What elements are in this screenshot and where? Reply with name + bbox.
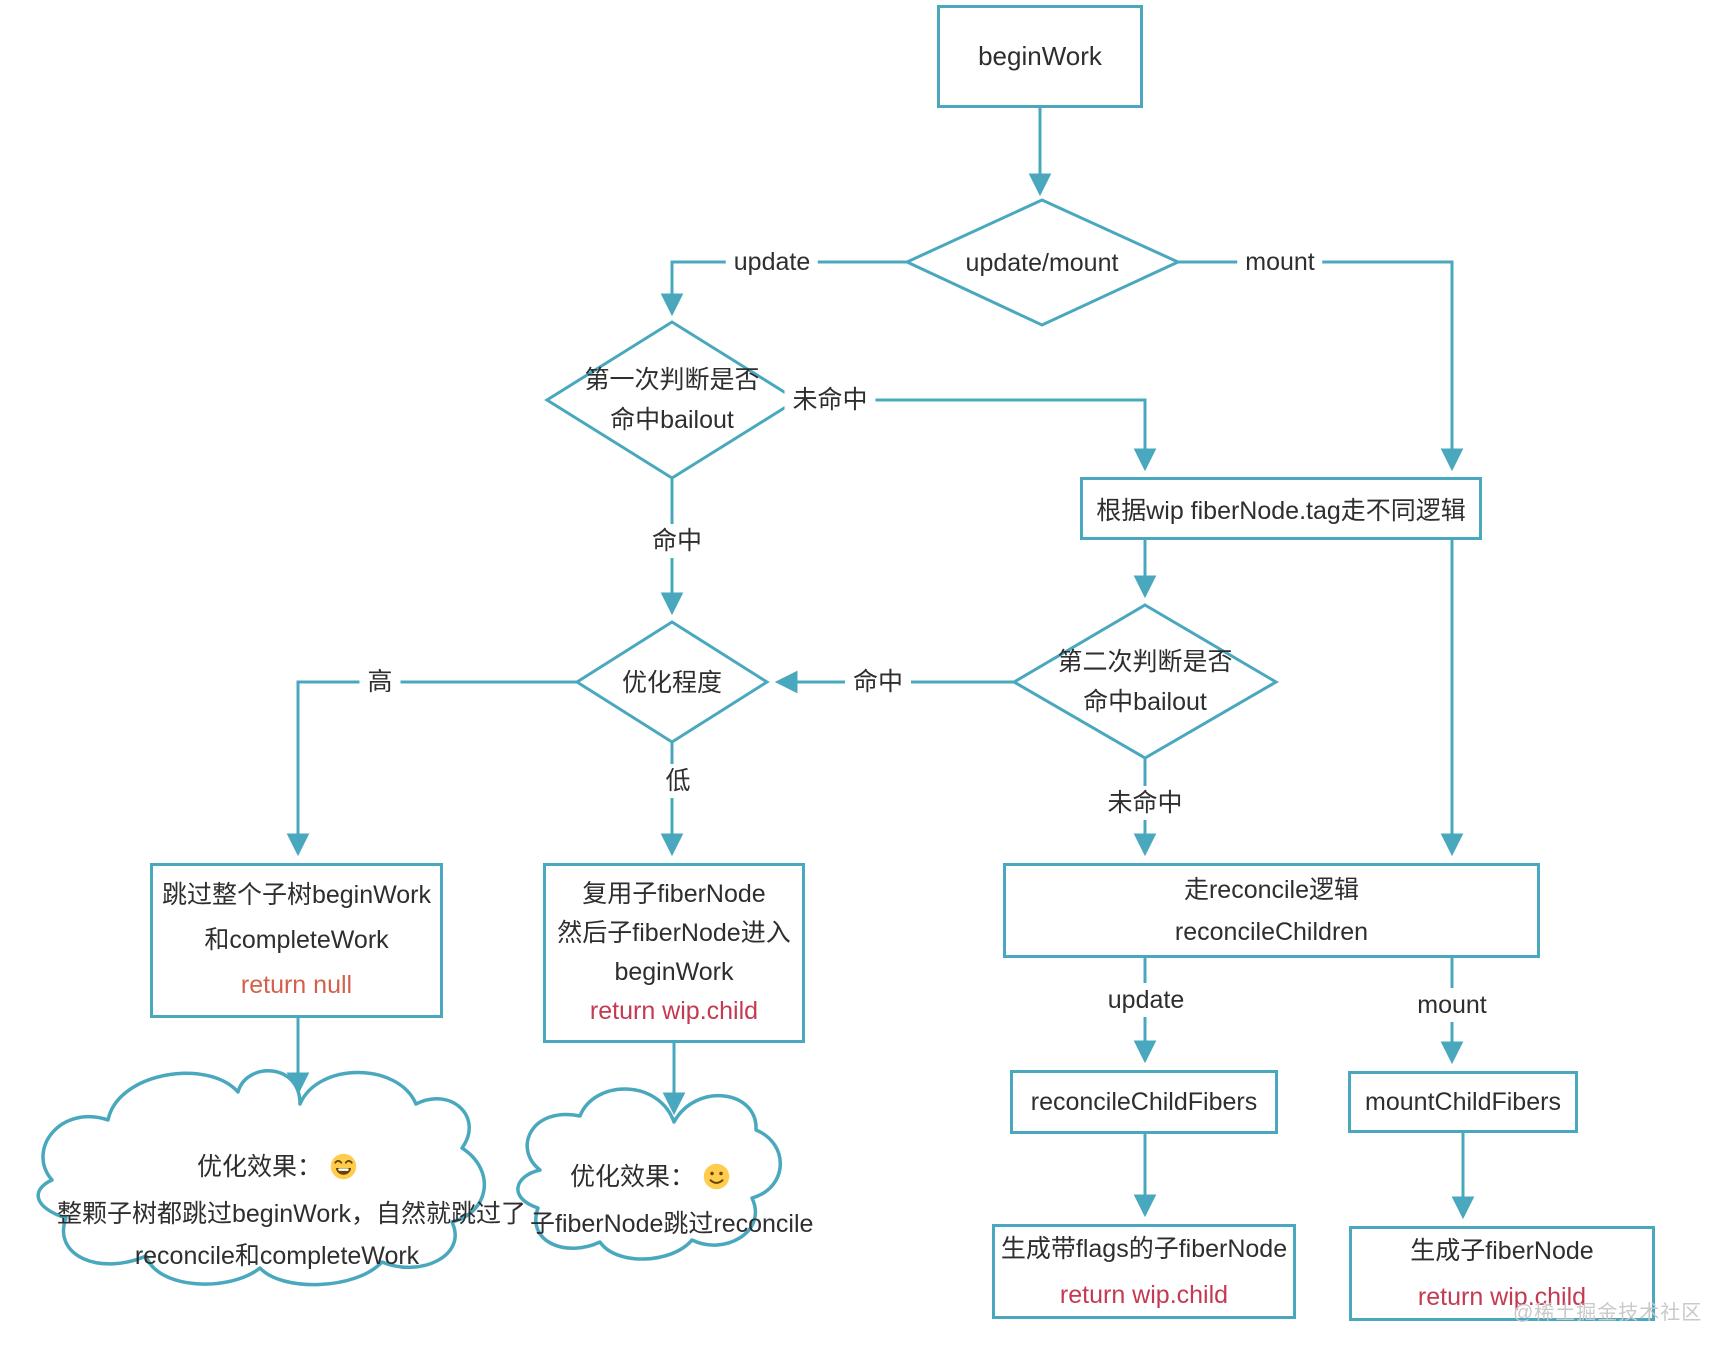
return-statement: return wip.child <box>1417 1282 1587 1311</box>
edge-label-hit-first: 命中 <box>643 524 711 558</box>
cloud-line: 整颗子树都跳过beginWork，自然就跳过了 <box>57 1200 527 1228</box>
node-line: 和completeWork <box>204 926 389 954</box>
node-gen-flags-fiber: 生成带flags的子fiberNode return wip.child <box>992 1224 1296 1319</box>
edge-miss-first <box>797 398 1157 472</box>
node-tag-logic: 根据wip fiberNode.tag走不同逻辑 <box>1080 477 1482 540</box>
return-statement: return null <box>240 971 353 999</box>
node-line: 跳过整个子树beginWork <box>161 881 432 909</box>
cloud-high-effect <box>36 1069 486 1287</box>
edge-update-branch <box>660 260 907 317</box>
node-reconcile-logic: 走reconcile逻辑 reconcileChildren <box>1003 863 1540 958</box>
diamond-second-bailout <box>1011 603 1279 760</box>
diamond-line: 命中bailout <box>610 406 734 434</box>
diamond-label-optimization: 优化程度 <box>621 669 723 697</box>
node-line: 走reconcile逻辑 <box>1183 875 1360 904</box>
edge-label-mount: mount <box>1237 245 1323 279</box>
node-line: reconcileChildren <box>1174 917 1369 946</box>
edge-label-update-bottom: update <box>1099 983 1193 1017</box>
diamond-first-bailout <box>544 320 800 480</box>
node-label: 根据wip fiberNode.tag走不同逻辑 <box>1096 496 1466 525</box>
grinning-emoji-icon <box>330 1151 357 1193</box>
edge-label-miss-first: 未命中 <box>784 383 876 417</box>
node-line: beginWork <box>614 958 734 986</box>
node-label: mountChildFibers <box>1365 1087 1561 1116</box>
node-line: 复用子fiberNode <box>582 880 766 908</box>
return-statement: return wip.child <box>1059 1280 1229 1309</box>
node-gen-fiber: 生成子fiberNode return wip.child <box>1349 1226 1655 1321</box>
cloud-line: 优化效果： <box>530 1156 770 1203</box>
diamond-label-first-bailout: 第一次判断是否 命中bailout <box>584 360 759 440</box>
watermark: @稀土掘金技术社区 <box>1513 1302 1703 1324</box>
return-statement: return wip.child <box>589 997 759 1025</box>
node-reuse-fiber: 复用子fiberNode 然后子fiberNode进入 beginWork re… <box>543 863 805 1043</box>
cloud-high-text: 优化效果： 整颗子树都跳过beginWork，自然就跳过了 reconcile和… <box>57 1146 527 1277</box>
node-begin-work: beginWork <box>937 5 1143 108</box>
node-skip-subtree: 跳过整个子树beginWork 和completeWork return nul… <box>150 863 443 1018</box>
node-line: 生成子fiberNode <box>1410 1236 1594 1265</box>
diamond-label-second-bailout: 第二次判断是否 命中bailout <box>1057 642 1232 722</box>
edge-label-high: 高 <box>359 665 401 699</box>
node-line: 生成带flags的子fiberNode <box>1000 1234 1288 1263</box>
diamond-line: 命中bailout <box>1083 688 1207 716</box>
node-mount-child-fibers: mountChildFibers <box>1348 1071 1578 1133</box>
node-reconcile-child-fibers: reconcileChildFibers <box>1010 1070 1278 1134</box>
diamond-optimization <box>574 620 770 744</box>
diamond-update-mount <box>903 198 1182 327</box>
diamond-line: 第二次判断是否 <box>1057 648 1233 676</box>
cloud-low-effect <box>516 1087 782 1261</box>
edge-high <box>286 680 577 857</box>
node-label: reconcileChildFibers <box>1030 1087 1258 1116</box>
diamond-line: 第一次判断是否 <box>584 366 760 394</box>
edge-label-hit-second: 命中 <box>844 665 912 699</box>
edge-label-update: update <box>725 245 819 279</box>
edge-label-mount-bottom: mount <box>1409 988 1495 1022</box>
cloud-line: reconcile和completeWork <box>134 1242 420 1270</box>
edge-label-miss-second: 未命中 <box>1099 786 1191 820</box>
edge-mount-branch <box>1178 260 1464 472</box>
node-line: 然后子fiberNode进入 <box>557 919 791 947</box>
cloud-low-text: 优化效果： 子fiberNode跳过reconcile <box>530 1156 814 1245</box>
edge-label-low: 低 <box>657 764 699 798</box>
node-label: beginWork <box>978 41 1102 71</box>
diamond-label-update-mount: update/mount <box>965 249 1119 277</box>
cloud-line: 子fiberNode跳过reconcile <box>530 1210 814 1238</box>
cloud-line: 优化效果： <box>57 1146 497 1193</box>
slight-smile-emoji-icon <box>703 1161 730 1203</box>
